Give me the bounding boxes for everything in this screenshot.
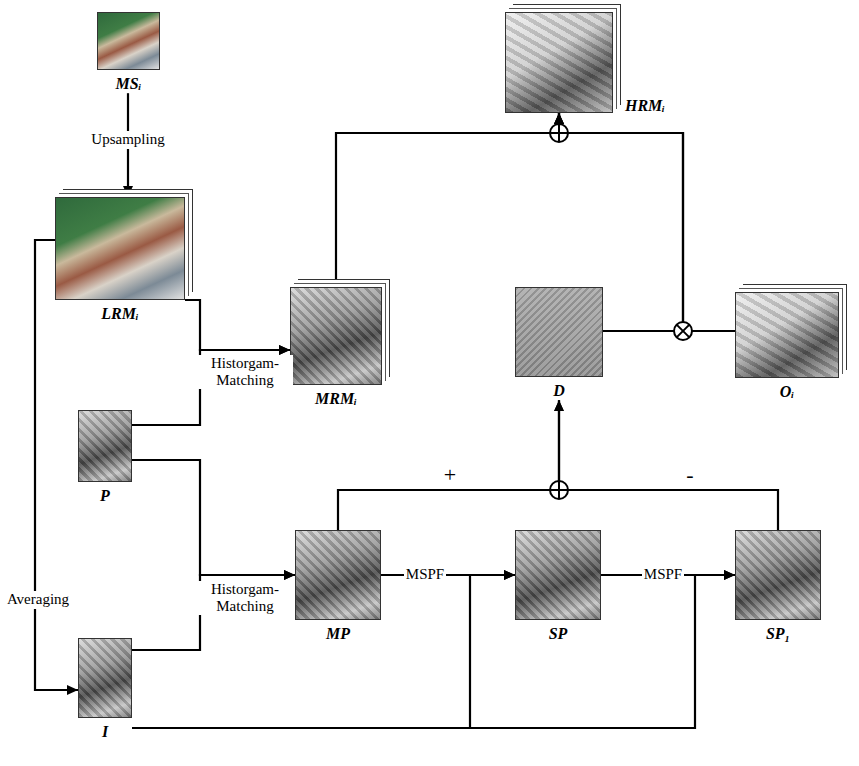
edge-label: Historgam- Matching [197, 355, 293, 390]
flow-arrow [132, 575, 295, 650]
image-label: HRMᵢ [625, 96, 665, 115]
edge-label: Upsampling [89, 131, 166, 148]
image-node: MP [295, 530, 381, 643]
image-thumbnail [735, 292, 839, 378]
image-thumbnail [515, 287, 603, 377]
image-node: HRMᵢ [505, 12, 665, 113]
image-thumbnail [515, 530, 601, 620]
image-thumbnail [735, 530, 821, 620]
edge-label: MSPF [642, 566, 684, 583]
image-label: Oᵢ [735, 382, 839, 401]
image-node: MSᵢ [97, 12, 160, 93]
image-node: SP [515, 530, 601, 643]
image-node: MRMᵢ [290, 287, 382, 408]
edge-label: + [442, 462, 458, 487]
image-node: LRMᵢ [55, 197, 185, 323]
flow-arrow [132, 460, 295, 575]
flow-arrow [132, 575, 735, 728]
image-label: SP₁ [735, 624, 821, 643]
image-label: P [78, 486, 132, 505]
edge-label: Averaging [5, 591, 71, 608]
flow-arrow [336, 113, 559, 287]
edge-label: Historgam- Matching [197, 581, 293, 616]
image-node: Oᵢ [735, 292, 839, 401]
edge-label: MSPF [404, 566, 446, 583]
image-thumbnail [97, 12, 160, 70]
image-thumbnail [55, 197, 185, 300]
product-operator [674, 322, 692, 340]
image-label: LRMᵢ [55, 304, 185, 323]
image-label: MP [295, 624, 381, 643]
image-node: D [515, 287, 603, 400]
image-label: SP [515, 624, 601, 643]
image-thumbnail [78, 638, 132, 718]
image-thumbnail [78, 410, 132, 482]
sum-operator [550, 481, 568, 499]
sum-operator [550, 124, 568, 142]
image-node: P [78, 410, 132, 505]
image-thumbnail [295, 530, 381, 620]
image-node: I [78, 638, 132, 741]
image-label: D [515, 381, 603, 400]
flow-arrow [338, 400, 559, 530]
image-thumbnail [505, 12, 613, 113]
flow-arrow [35, 240, 78, 690]
image-label: I [78, 722, 132, 741]
image-label: MSᵢ [97, 74, 160, 93]
image-node: SP₁ [735, 530, 821, 643]
image-label: MRMᵢ [290, 389, 382, 408]
flow-arrow [559, 400, 778, 530]
edge-label: - [684, 462, 695, 487]
flow-arrow [185, 300, 290, 350]
image-thumbnail [290, 287, 382, 385]
